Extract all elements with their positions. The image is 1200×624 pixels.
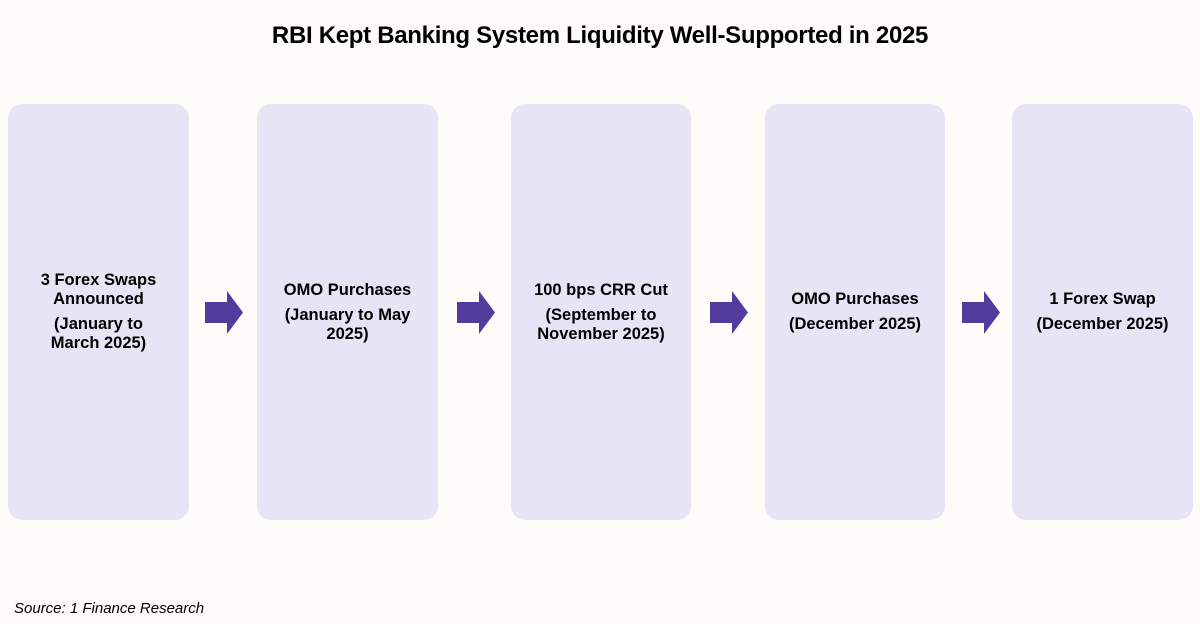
right-arrow-icon <box>205 291 243 334</box>
step-box-4: OMO Purchases (December 2025) <box>765 104 945 520</box>
step-2-head: OMO Purchases <box>283 280 412 299</box>
step-box-1: 3 Forex Swaps Announced (January to Marc… <box>8 104 189 520</box>
step-3-head: 100 bps CRR Cut <box>534 280 668 299</box>
step-5-period: (December 2025) <box>1036 315 1169 333</box>
right-arrow-icon <box>962 291 1000 334</box>
right-arrow-icon <box>457 291 495 334</box>
step-1-period: (January to March 2025) <box>50 315 147 352</box>
diagram-title: RBI Kept Banking System Liquidity Well-S… <box>271 22 929 49</box>
step-4-head: OMO Purchases <box>791 290 919 308</box>
step-3-period: (September to November 2025) <box>537 305 665 343</box>
step-5-head: 1 Forex Swap <box>1049 290 1156 308</box>
source-note: Source: 1 Finance Research <box>14 600 205 617</box>
step-box-2: OMO Purchases (January to May 2025) <box>257 104 438 520</box>
step-2-period: (January to May 2025) <box>284 305 411 343</box>
step-box-5: 1 Forex Swap (December 2025) <box>1012 104 1193 520</box>
step-1-head: 3 Forex Swaps Announced <box>40 271 157 308</box>
right-arrow-icon <box>710 291 748 334</box>
step-4-period: (December 2025) <box>788 315 922 333</box>
step-box-3: 100 bps CRR Cut (September to November 2… <box>511 104 691 520</box>
